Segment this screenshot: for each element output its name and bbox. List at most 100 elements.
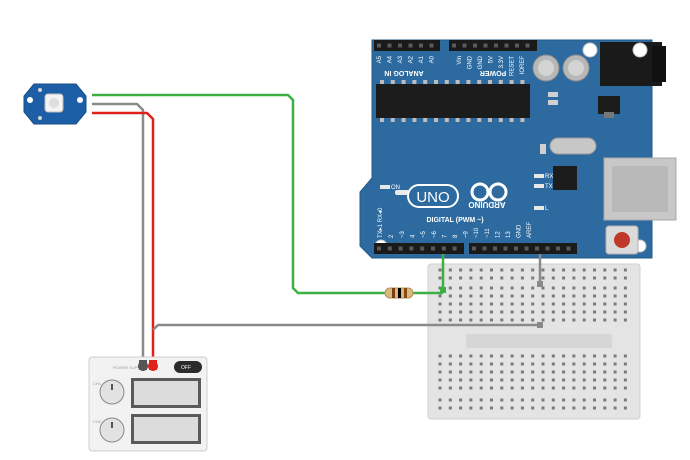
breadboard-hole[interactable]: [459, 370, 463, 374]
breadboard-hole[interactable]: [593, 378, 596, 382]
breadboard-hole[interactable]: [469, 286, 473, 290]
breadboard-hole[interactable]: [448, 406, 452, 410]
breadboard-hole[interactable]: [531, 378, 535, 382]
breadboard-hole[interactable]: [500, 354, 504, 358]
breadboard-hole[interactable]: [438, 310, 442, 314]
breadboard-hole[interactable]: [459, 310, 463, 314]
resistor[interactable]: [384, 287, 414, 299]
header-pin-socket[interactable]: [504, 43, 509, 48]
breadboard-hole[interactable]: [603, 386, 607, 390]
breadboard-hole[interactable]: [531, 294, 535, 298]
header-pin-socket[interactable]: [525, 43, 530, 48]
breadboard-hole[interactable]: [459, 386, 463, 390]
gray-wire-sensor-ground[interactable]: [92, 102, 145, 364]
breadboard-hole[interactable]: [623, 310, 627, 314]
breadboard-hole[interactable]: [572, 302, 576, 306]
header-pin-socket[interactable]: [545, 246, 550, 251]
header-pin-socket[interactable]: [420, 246, 425, 251]
breadboard-hole[interactable]: [572, 276, 576, 280]
power-header[interactable]: [449, 40, 537, 51]
breadboard-hole[interactable]: [582, 386, 586, 390]
header-pin-socket[interactable]: [441, 246, 446, 251]
breadboard-hole[interactable]: [593, 386, 596, 390]
gray-wire-endpoint[interactable]: [537, 281, 543, 287]
breadboard-hole[interactable]: [551, 310, 555, 314]
breadboard-hole[interactable]: [510, 354, 514, 358]
breadboard-hole[interactable]: [551, 370, 555, 374]
breadboard-hole[interactable]: [438, 268, 442, 272]
breadboard-hole[interactable]: [603, 370, 607, 374]
breadboard-hole[interactable]: [613, 386, 617, 390]
breadboard-hole[interactable]: [613, 286, 617, 290]
breadboard-hole[interactable]: [572, 354, 576, 358]
gray-wire-ground-to-breadboard[interactable]: [152, 323, 540, 331]
header-pin-socket[interactable]: [398, 43, 402, 48]
breadboard-hole[interactable]: [603, 286, 607, 290]
red-wire-connector[interactable]: [149, 360, 157, 370]
breadboard-hole[interactable]: [490, 378, 493, 382]
breadboard-hole[interactable]: [479, 276, 483, 280]
breadboard-hole[interactable]: [582, 362, 586, 366]
breadboard-hole[interactable]: [551, 406, 555, 410]
breadboard-hole[interactable]: [459, 354, 463, 358]
breadboard-hole[interactable]: [490, 302, 493, 306]
breadboard-hole[interactable]: [613, 362, 617, 366]
breadboard-hole[interactable]: [500, 398, 504, 402]
breadboard-hole[interactable]: [562, 398, 566, 402]
breadboard-hole[interactable]: [500, 370, 504, 374]
breadboard-hole[interactable]: [562, 294, 566, 298]
breadboard-hole[interactable]: [510, 362, 514, 366]
breadboard-hole[interactable]: [510, 286, 514, 290]
breadboard-hole[interactable]: [438, 398, 442, 402]
breadboard-hole[interactable]: [490, 268, 493, 272]
breadboard-hole[interactable]: [500, 378, 504, 382]
breadboard-hole[interactable]: [469, 370, 473, 374]
breadboard-hole[interactable]: [623, 318, 627, 322]
breadboard-hole[interactable]: [531, 268, 535, 272]
breadboard-hole[interactable]: [510, 398, 514, 402]
breadboard-hole[interactable]: [469, 310, 473, 314]
breadboard-hole[interactable]: [438, 318, 442, 322]
breadboard-hole[interactable]: [582, 318, 586, 322]
breadboard-hole[interactable]: [593, 370, 596, 374]
breadboard-hole[interactable]: [562, 386, 566, 390]
breadboard-hole[interactable]: [541, 378, 545, 382]
wires[interactable]: [92, 93, 542, 364]
breadboard-hole[interactable]: [603, 268, 607, 272]
header-pin-socket[interactable]: [431, 246, 435, 251]
header-pin-socket[interactable]: [452, 43, 456, 48]
green-wire-sensor-to-resistor[interactable]: [92, 93, 386, 295]
breadboard-hole[interactable]: [510, 276, 514, 280]
breadboard-hole[interactable]: [531, 354, 535, 358]
header-pin-socket[interactable]: [556, 246, 560, 251]
breadboard-hole[interactable]: [510, 406, 514, 410]
breadboard-hole[interactable]: [459, 318, 463, 322]
breadboard-hole[interactable]: [593, 286, 596, 290]
breadboard-hole[interactable]: [551, 294, 555, 298]
breadboard-hole[interactable]: [520, 362, 524, 366]
breadboard-hole[interactable]: [562, 276, 566, 280]
breadboard-hole[interactable]: [613, 354, 617, 358]
breadboard-hole[interactable]: [469, 302, 473, 306]
breadboard-hole[interactable]: [551, 268, 555, 272]
breadboard-hole[interactable]: [572, 398, 576, 402]
breadboard-hole[interactable]: [479, 302, 483, 306]
breadboard-hole[interactable]: [593, 406, 596, 410]
breadboard-hole[interactable]: [603, 398, 607, 402]
header-pin-socket[interactable]: [524, 246, 529, 251]
breadboard-hole[interactable]: [593, 276, 596, 280]
breadboard-hole[interactable]: [479, 318, 483, 322]
breadboard-hole[interactable]: [582, 302, 586, 306]
header-pin-socket[interactable]: [494, 43, 498, 48]
breadboard-hole[interactable]: [623, 386, 627, 390]
breadboard-hole[interactable]: [613, 276, 617, 280]
breadboard-hole[interactable]: [520, 294, 524, 298]
breadboard-hole[interactable]: [469, 294, 473, 298]
header-pin-socket[interactable]: [535, 246, 539, 251]
breadboard-hole[interactable]: [572, 362, 576, 366]
breadboard-hole[interactable]: [551, 318, 555, 322]
breadboard-hole[interactable]: [438, 294, 442, 298]
breadboard-hole[interactable]: [593, 302, 596, 306]
gray-wire-connector[interactable]: [139, 360, 147, 370]
breadboard-hole[interactable]: [582, 370, 586, 374]
